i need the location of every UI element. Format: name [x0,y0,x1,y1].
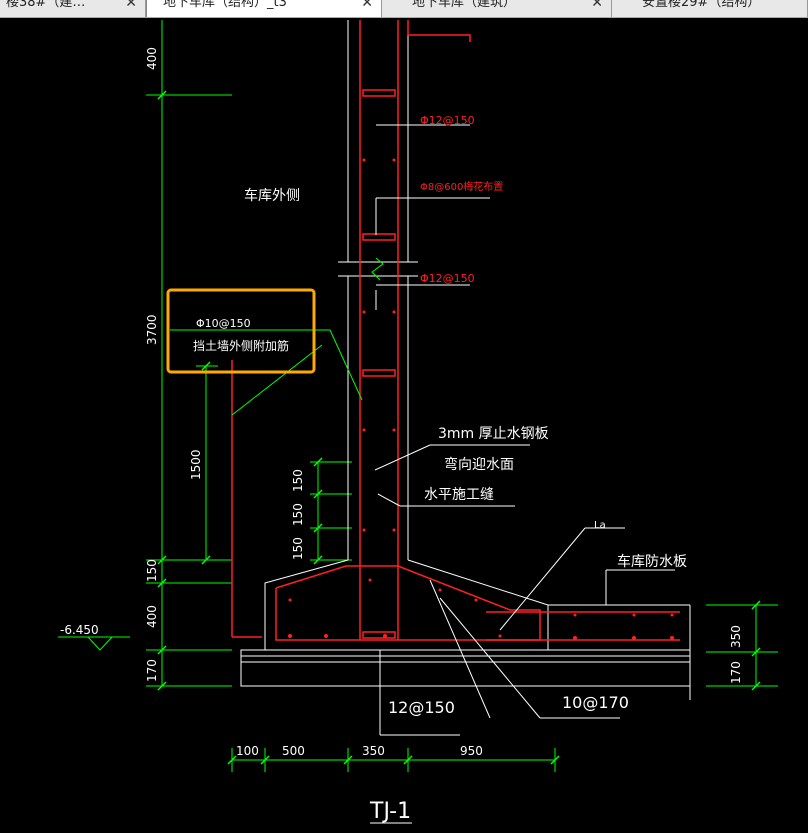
close-icon[interactable]: ✕ [125,0,137,11]
annotation-texts: 车库外侧 Φ10@150 挡土墙外侧附加筋 3mm 厚止水钢板 弯向迎水面 水平… [60,187,687,824]
dim-joint-0: 150 [291,469,305,492]
rebar-wall-1-label: Φ12@150 [420,114,475,127]
close-icon[interactable]: ✕ [361,0,373,11]
rebar-texts: Φ12@150 Φ8@600梅花布置 Φ12@150 [420,114,503,285]
dim-joint-2: 150 [291,537,305,560]
tab-label: 安置楼29#（结构） [642,0,761,10]
dim-bottom-3: 950 [460,744,483,758]
break-line-icon [371,257,384,281]
dim-left-2: 1500 [189,449,203,480]
dim-left-4: 400 [145,605,159,628]
dim-left-1: 3700 [145,314,159,345]
tab-label: 地下车库（建筑） [412,0,517,10]
dim-left-5: 170 [145,659,159,682]
bottom-rebar-2-label: 10@170 [562,693,629,712]
tab-bar: 楼38#（建… ✕ 地下车库（结构）_t3 ✕ 地下车库（建筑） ✕ 安置楼29… [0,0,808,18]
rebar-lines [231,20,680,641]
la-label: La [594,520,606,531]
rebar-stirrup-label: Φ8@600梅花布置 [420,180,503,193]
dim-right-1: 170 [729,661,743,684]
rebar-dots [288,158,674,640]
close-icon[interactable]: ✕ [591,0,603,11]
joint-note-label: 水平施工缝 [424,487,494,503]
dim-bottom-0: 100 [236,744,259,758]
highlight-callout-box[interactable] [166,288,316,374]
steel-plate-label: 3mm 厚止水钢板 [438,426,549,442]
dim-left-0: 400 [145,47,159,70]
dimension-texts: 400 3700 1500 150 400 170 150 150 150 35… [145,47,743,758]
dim-right-0: 350 [729,625,743,648]
slab-note-label: 车库防水板 [617,553,687,570]
bend-note-label: 弯向迎水面 [444,456,514,473]
tab-garage-architecture[interactable]: 地下车库（建筑） ✕ [382,0,612,17]
dimension-ticks [157,90,761,765]
tab-garage-structure[interactable]: 地下车库（结构）_t3 ✕ [146,0,382,17]
dim-bottom-1: 500 [282,744,305,758]
wall-outline [240,20,691,824]
leader-lines [374,124,675,719]
callout-leader [170,329,363,416]
garage-outside-label: 车库外侧 [244,187,300,204]
bottom-rebar-1-label: 12@150 [388,698,455,717]
tab-label: 地下车库（结构）_t3 [163,0,287,10]
left-dimension-lines [58,20,778,772]
tab-building-38[interactable]: 楼38#（建… ✕ [0,0,146,17]
dim-joint-1: 150 [291,503,305,526]
elevation-label: -6.450 [60,623,99,637]
callout-note-label: 挡土墙外侧附加筋 [193,338,289,353]
tab-building-29[interactable]: 安置楼29#（结构） [612,0,808,17]
tab-label: 楼38#（建… [6,0,86,10]
dim-bottom-2: 350 [362,744,385,758]
cad-drawing-canvas[interactable]: 车库外侧 Φ10@150 挡土墙外侧附加筋 3mm 厚止水钢板 弯向迎水面 水平… [0,17,808,833]
drawing-title: TJ-1 [369,799,411,824]
callout-rebar-label: Φ10@150 [196,317,251,330]
dim-left-3: 150 [145,559,159,582]
rebar-wall-2-label: Φ12@150 [420,272,475,285]
